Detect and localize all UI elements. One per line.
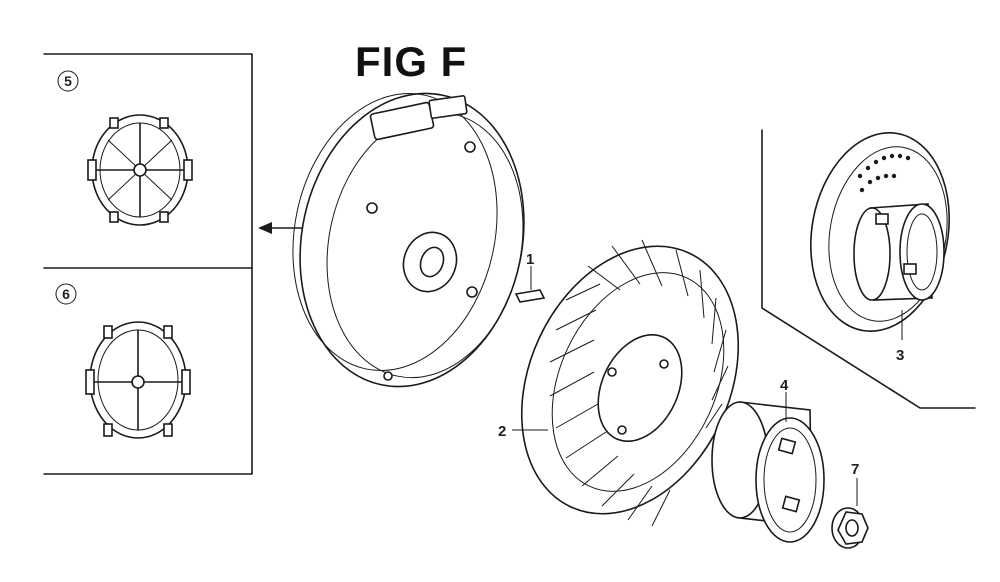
callout-4-label: 4 (780, 377, 789, 394)
callout-3-label: 3 (896, 347, 904, 364)
part-6-cover (85, 321, 191, 439)
callout-3: 3 (896, 310, 904, 364)
part-4-pulley (711, 401, 825, 543)
part-3-starter-cup (810, 132, 950, 332)
callout-4: 4 (780, 377, 789, 422)
callout-6-label: 6 (62, 286, 70, 302)
callout-2: 2 (498, 423, 548, 440)
inset-frame (43, 53, 306, 475)
figure-title: FIG F (355, 38, 468, 85)
part-5-cover (87, 114, 193, 226)
part-2-fan (520, 239, 740, 527)
callout-1-label: 1 (526, 251, 534, 268)
callout-5: 5 (57, 70, 79, 92)
callout-2-label: 2 (498, 423, 506, 440)
part-1-key (514, 266, 546, 303)
flywheel-plate (292, 92, 525, 388)
callout-5-label: 5 (64, 73, 72, 89)
callout-6: 6 (55, 283, 77, 305)
callout-7-label: 7 (851, 461, 859, 478)
inset-frame-right (761, 129, 976, 409)
part-7-nut (831, 478, 869, 549)
